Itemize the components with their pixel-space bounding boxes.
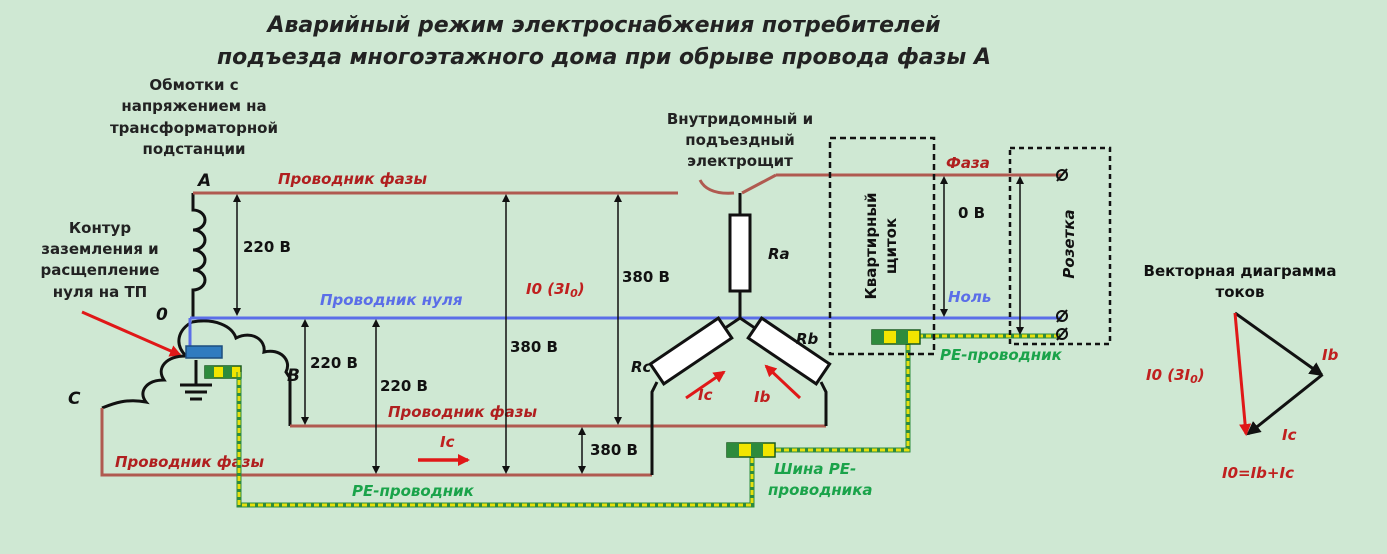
- socket-terminal-pe: [1056, 327, 1068, 341]
- vector-i0-label: I0 (3I0): [1146, 366, 1205, 386]
- svg-text:напряжением на: напряжением на: [121, 97, 266, 115]
- title-line2: подъезда многоэтажного дома при обрыве п…: [217, 45, 991, 70]
- svg-text:Контур: Контур: [69, 219, 131, 237]
- winding-a: [191, 193, 207, 318]
- grounding-label: Контур заземления и расщепление нуля на …: [40, 219, 159, 301]
- svg-text:нуля на ТП: нуля на ТП: [53, 283, 147, 301]
- neutral-split-block: [185, 345, 223, 359]
- v0-label: 0 В: [958, 204, 985, 222]
- svg-text:I0 (3I0): I0 (3I0): [526, 280, 585, 300]
- v380-2-label: 380 В: [622, 268, 670, 286]
- v220-a-label: 220 В: [243, 238, 291, 256]
- vector-formula: I0=Ib+Ic: [1222, 464, 1294, 482]
- socket-terminal-phase: [1056, 168, 1068, 182]
- resistor-ra: [728, 213, 752, 293]
- panel-switch-blade: [741, 173, 777, 195]
- rc-lead: [650, 381, 659, 475]
- rb-lead: [819, 381, 828, 426]
- apartment-panel-box: [828, 136, 936, 356]
- svg-text:электрощит: электрощит: [687, 152, 793, 170]
- winding-c: [101, 320, 193, 410]
- phase-a-break-stub: [698, 179, 735, 195]
- pe-conductor-main-outline: [236, 372, 755, 508]
- vector-ib: [1234, 311, 1324, 377]
- pe-bus-apartment: [871, 329, 921, 345]
- title-line1: Аварийный режим электроснабжения потреби…: [265, 13, 940, 38]
- wire-phase-top-label: Проводник фазы: [278, 170, 428, 188]
- resistor-rb: [746, 316, 832, 386]
- neutral-point-letter: 0: [156, 305, 168, 325]
- phase-c-wire: [100, 408, 652, 477]
- wire-neutral-label: Проводник нуля: [320, 291, 463, 309]
- pe-conductor-main: [237, 372, 754, 507]
- ground-symbol: [180, 360, 212, 401]
- pe-bus-mid: [726, 442, 776, 458]
- panel-label: Внутридомный и подъездный электрощит: [667, 110, 813, 170]
- svg-text:Внутридомный и: Внутридомный и: [667, 110, 813, 128]
- socket-label: Розетка: [1060, 209, 1078, 278]
- ib-load-label: Ib: [754, 388, 771, 406]
- svg-text:Шина PE-: Шина PE-: [774, 460, 856, 478]
- apartment-panel-label: Квартирный щиток: [862, 193, 900, 300]
- pe-bus-label: Шина PE- проводника: [768, 460, 873, 499]
- svg-text:Обмотки с: Обмотки с: [149, 76, 238, 94]
- ic-load-arrow: [685, 370, 726, 400]
- v380-3-label: 380 В: [590, 441, 638, 459]
- pe-conductor-rise-outline: [752, 342, 911, 453]
- pe-bus-tp: [204, 365, 242, 379]
- vector-ib-label: Ib: [1322, 346, 1339, 364]
- ic-wire-label: Ic: [440, 433, 455, 451]
- svg-text:Векторная диаграмма: Векторная диаграмма: [1144, 262, 1337, 280]
- svg-text:проводника: проводника: [768, 481, 873, 499]
- ic-load-label: Ic: [698, 386, 713, 404]
- svg-text:трансформаторной: трансформаторной: [110, 119, 278, 137]
- v220-c-label: 220 В: [380, 377, 428, 395]
- socket-terminal-neutral: [1056, 309, 1068, 323]
- pe-label-bottom: PE-проводник: [352, 482, 475, 500]
- i0-label: I0 (3I0): [526, 280, 585, 300]
- svg-text:токов: токов: [1216, 283, 1265, 301]
- pe-label-right: PE-проводник: [940, 346, 1063, 364]
- wire-phase-bottom-label: Проводник фазы: [115, 453, 265, 471]
- svg-text:щиток: щиток: [882, 218, 900, 274]
- svg-text:I0 (3I0): I0 (3I0): [1146, 366, 1205, 386]
- rc-label: Rc: [631, 358, 652, 376]
- vector-diagram-title: Векторная диаграмма токов: [1144, 262, 1337, 301]
- svg-text:подстанции: подстанции: [143, 140, 246, 158]
- svg-text:Розетка: Розетка: [1060, 209, 1078, 278]
- socket-box: [1008, 146, 1112, 346]
- svg-text:расщепление: расщепление: [40, 261, 159, 279]
- svg-text:заземления и: заземления и: [41, 240, 158, 258]
- winding-b: [191, 319, 292, 426]
- svg-text:Квартирный: Квартирный: [862, 193, 880, 300]
- ib-load-arrow: [764, 364, 802, 400]
- pe-conductor-rise: [752, 342, 910, 452]
- nol-label: Ноль: [948, 288, 991, 306]
- grounding-pointer-arrow: [81, 310, 182, 357]
- vector-i0: [1233, 312, 1252, 436]
- svg-text:подъездный: подъездный: [685, 131, 795, 149]
- wire-phase-mid-label: Проводник фазы: [388, 403, 538, 421]
- rb-label: Rb: [796, 330, 819, 348]
- vector-ic-label: Ic: [1282, 426, 1297, 444]
- vector-ic: [1246, 373, 1323, 436]
- phase-c-letter: C: [68, 389, 81, 409]
- v380-1-label: 380 В: [510, 338, 558, 356]
- ra-label: Ra: [768, 245, 790, 263]
- v220-b-label: 220 В: [310, 354, 358, 372]
- faza-label: Фаза: [946, 154, 990, 172]
- windings-label: Обмотки с напряжением на трансформаторно…: [110, 76, 278, 158]
- phase-a-letter: A: [196, 171, 211, 191]
